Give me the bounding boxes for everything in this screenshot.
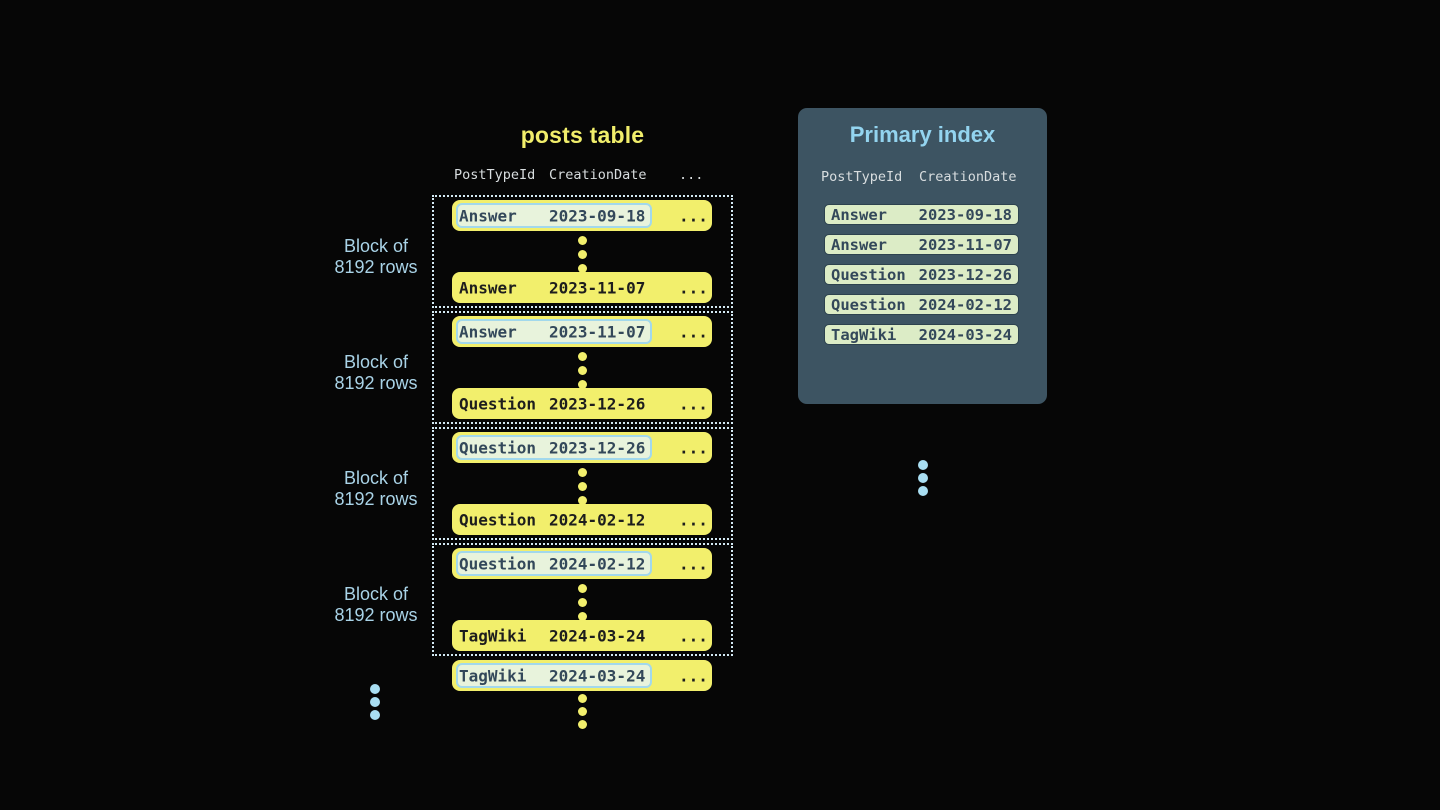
more-columns-ellipsis: ...	[679, 626, 708, 645]
creation-date-cell: 2024-03-24	[549, 626, 646, 645]
more-columns-ellipsis: ...	[679, 666, 708, 685]
more-columns-ellipsis: ...	[679, 206, 708, 225]
block-label-line2: 8192 rows	[334, 605, 418, 625]
more-columns-ellipsis: ...	[679, 322, 708, 341]
block-label-line1: Block of	[343, 352, 409, 372]
index-entry-highlight	[456, 435, 652, 460]
index-row: Question 2024-02-12	[824, 294, 1019, 315]
more-blocks-dots-icon	[340, 684, 410, 720]
hidden-rows-dots-icon	[434, 584, 731, 621]
creation-date-cell: 2023-11-07	[549, 322, 646, 341]
index-row: Answer 2023-11-07	[824, 234, 1019, 255]
creation-date-cell: 2023-11-07	[918, 235, 1012, 254]
post-type-cell: Question	[831, 295, 906, 314]
primary-index-column-headers: PostTypeId CreationDate	[798, 169, 1047, 187]
post-type-cell: TagWiki	[459, 626, 527, 645]
table-row-last: TagWiki 2024-03-24 ...	[452, 620, 712, 651]
post-type-cell: Question	[459, 438, 537, 457]
creation-date-cell: 2023-09-18	[918, 205, 1012, 224]
index-entry-highlight	[456, 319, 652, 344]
index-row: Question 2023-12-26	[824, 264, 1019, 285]
header-posttypeid: PostTypeId	[454, 167, 536, 183]
more-columns-ellipsis: ...	[679, 438, 708, 457]
post-type-cell: Answer	[459, 322, 517, 341]
table-row-last: Question 2024-02-12 ...	[452, 504, 712, 535]
more-index-entries-dots-icon	[798, 460, 1047, 496]
posts-table-title: posts table	[520, 122, 645, 148]
block-label-4: Block of 8192 rows	[296, 584, 456, 626]
table-row-first: Answer 2023-09-18 ...	[452, 200, 712, 231]
more-rows-dots-icon	[434, 694, 731, 729]
post-type-cell: TagWiki	[831, 325, 897, 344]
block-label-1: Block of 8192 rows	[296, 236, 456, 278]
post-type-cell: Question	[459, 394, 537, 413]
post-type-cell: Answer	[459, 278, 517, 297]
header-posttypeid: PostTypeId	[821, 169, 903, 185]
block-label-line2: 8192 rows	[334, 489, 418, 509]
row-block-2: Answer 2023-11-07 ... Question 2023-12-2…	[432, 311, 733, 424]
block-label-line1: Block of	[343, 468, 409, 488]
block-label-3: Block of 8192 rows	[296, 468, 456, 510]
post-type-cell: Question	[459, 510, 537, 529]
index-entry-highlight	[456, 203, 652, 228]
post-type-cell: Question	[459, 554, 537, 573]
block-label-line2: 8192 rows	[334, 257, 418, 277]
creation-date-cell: 2023-09-18	[549, 206, 646, 225]
block-label-line2: 8192 rows	[334, 373, 418, 393]
header-creationdate: CreationDate	[549, 167, 647, 183]
block-label-line1: Block of	[343, 584, 409, 604]
post-type-cell: Question	[831, 265, 906, 284]
post-type-cell: Answer	[831, 205, 887, 224]
creation-date-cell: 2024-03-24	[549, 666, 646, 685]
more-columns-ellipsis: ...	[679, 510, 708, 529]
creation-date-cell: 2024-02-12	[549, 554, 646, 573]
post-type-cell: Answer	[831, 235, 887, 254]
more-columns-ellipsis: ...	[679, 554, 708, 573]
index-row: TagWiki 2024-03-24	[824, 324, 1019, 345]
creation-date-cell: 2023-12-26	[549, 394, 646, 413]
block-label-line1: Block of	[343, 236, 409, 256]
index-entry-highlight	[456, 551, 652, 576]
primary-index-panel: Primary index PostTypeId CreationDate An…	[798, 108, 1047, 496]
post-type-cell: TagWiki	[459, 666, 527, 685]
table-row-first: Question 2024-02-12 ...	[452, 548, 712, 579]
hidden-rows-dots-icon	[434, 236, 731, 273]
table-row-last: Answer 2023-11-07 ...	[452, 272, 712, 303]
row-block-1: Answer 2023-09-18 ... Answer 2023-11-07 …	[432, 195, 733, 308]
creation-date-cell: 2024-02-12	[918, 295, 1012, 314]
more-columns-ellipsis: ...	[679, 278, 708, 297]
table-row-first: Answer 2023-11-07 ...	[452, 316, 712, 347]
creation-date-cell: 2023-12-26	[918, 265, 1012, 284]
more-columns-ellipsis: ...	[679, 394, 708, 413]
header-more-columns-ellipsis: ...	[679, 167, 704, 183]
post-type-cell: Answer	[459, 206, 517, 225]
hidden-rows-dots-icon	[434, 468, 731, 505]
row-block-3: Question 2023-12-26 ... Question 2024-02…	[432, 427, 733, 540]
block-label-2: Block of 8192 rows	[296, 352, 456, 394]
hidden-rows-dots-icon	[434, 352, 731, 389]
primary-index-title: Primary index	[849, 122, 996, 147]
creation-date-cell: 2024-03-24	[918, 325, 1012, 344]
index-row: Answer 2023-09-18	[824, 204, 1019, 225]
table-row-last: Question 2023-12-26 ...	[452, 388, 712, 419]
index-entry-highlight	[456, 663, 652, 688]
creation-date-cell: 2023-11-07	[549, 278, 646, 297]
posts-table-column-headers: PostTypeId CreationDate ...	[452, 167, 734, 185]
row-block-4: Question 2024-02-12 ... TagWiki 2024-03-…	[432, 543, 733, 656]
creation-date-cell: 2023-12-26	[549, 438, 646, 457]
creation-date-cell: 2024-02-12	[549, 510, 646, 529]
table-row-trailing: TagWiki 2024-03-24 ...	[452, 660, 712, 691]
header-creationdate: CreationDate	[919, 169, 1017, 185]
table-row-first: Question 2023-12-26 ...	[452, 432, 712, 463]
